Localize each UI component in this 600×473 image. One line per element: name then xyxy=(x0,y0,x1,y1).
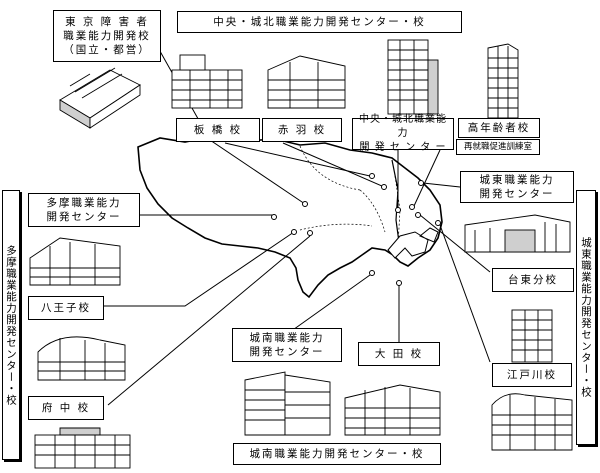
building-edogawa xyxy=(491,393,573,451)
joto-group-frame xyxy=(576,190,596,445)
building-joto xyxy=(464,214,571,253)
tokyo-ward-map xyxy=(137,135,443,299)
bay-coast xyxy=(387,227,439,259)
jonan-group-title: 城南職業能力開発センター・校 xyxy=(233,443,441,465)
ward-boundary xyxy=(299,145,401,246)
fuchu-school-label: 府 中 校 xyxy=(28,396,104,420)
river xyxy=(391,159,401,251)
tama-center-label: 多摩職業能力 開発センター xyxy=(28,193,140,227)
building-sketches xyxy=(29,39,573,469)
tokyo-disabled-vocational-school-label: 東 京 障 害 者 職業能力開発校 （国立・都営） xyxy=(53,10,161,62)
building-fuchu xyxy=(34,427,131,469)
building-itabashi xyxy=(171,54,243,109)
reemployment-training-room-label: 再就職促進訓練室 xyxy=(456,139,540,155)
tama-group-frame xyxy=(2,190,20,460)
joto-group-title: 城東職業能力開発センター・校 xyxy=(580,237,592,398)
akabane-school-label: 赤 羽 校 xyxy=(262,118,342,142)
building-shogai xyxy=(59,67,141,129)
tama-group-title: 多摩職業能力開発センター・校 xyxy=(5,244,17,406)
building-chuo-johoku xyxy=(387,39,439,115)
building-konenrei xyxy=(487,43,519,119)
chuo-johoku-group-title: 中央・城北職業能力開発センター・校 xyxy=(177,11,462,33)
joto-center-label: 城東職業能力 開発センター xyxy=(460,171,574,203)
senior-school-label: 高年齢者校 xyxy=(458,118,540,138)
building-taito xyxy=(511,309,553,363)
edogawa-school-label: 江戸川校 xyxy=(492,363,572,387)
ota-school-label: 大 田 校 xyxy=(358,342,440,366)
taito-branch-label: 台東分校 xyxy=(492,268,574,292)
chuo-johoku-center-label: 中央・城北職業能力 開 発 セ ン タ ー xyxy=(352,114,454,153)
building-tama xyxy=(29,237,121,286)
itabashi-school-label: 板 橋 校 xyxy=(176,118,260,142)
building-ota xyxy=(344,384,441,436)
building-jonan xyxy=(244,371,331,436)
jonan-center-label: 城南職業能力 開発センター xyxy=(232,328,342,362)
building-akabane xyxy=(267,55,346,109)
hachioji-school-label: 八王子校 xyxy=(28,296,104,320)
leader-lines xyxy=(62,36,491,406)
building-hachioji xyxy=(37,336,126,381)
